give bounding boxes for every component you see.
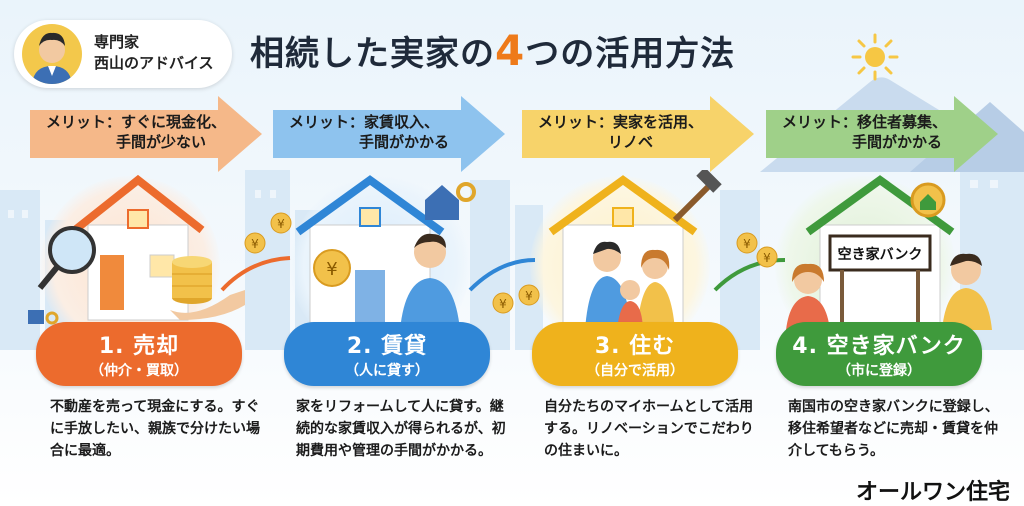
svg-text:¥: ¥ (326, 259, 337, 280)
magnifier-icon (37, 226, 96, 290)
scene-akiya-bank: 空き家バンク (786, 175, 992, 331)
merit-text-2: メリット：家賃収入、 手間がかかる (289, 112, 484, 152)
merit-arrow-2 (273, 96, 505, 172)
house-key-tag-icon (425, 182, 476, 220)
scene-rent: ¥ (295, 175, 476, 330)
woman-thinking (786, 263, 830, 330)
sun-icon (851, 33, 899, 81)
merit-1-line2: 手間が少ない (116, 133, 207, 151)
merit-text-1: メリット：すぐに現金化、 手間が少ない (46, 112, 241, 152)
method-4-description: 南国市の空き家バンクに登録し、移住希望者などに売却・賃貸を仲介してもらう。 (788, 399, 999, 459)
advisor-line2: 西山のアドバイス (94, 54, 214, 72)
merit-arrow-3 (522, 96, 754, 172)
svg-text:¥: ¥ (763, 251, 771, 265)
method-pill-2: 2. 賃貸 （人に貸す） (284, 322, 490, 386)
merit-3-line2: リノベ (608, 133, 654, 151)
yen-coin-icon: ¥ (313, 249, 351, 287)
svg-text:¥: ¥ (525, 289, 533, 303)
merit-4-line1: メリット：移住者募集、 (782, 113, 948, 131)
merit-text-3: メリット：実家を活用、 リノベ (538, 112, 733, 152)
title-part1: 相続した実家の (250, 34, 495, 74)
method-3-sub: （自分で活用） (586, 363, 684, 379)
method-2-description: 家をリフォームして人に貸す。継続的な家賃収入が得られるが、初期費用や管理の手間が… (296, 399, 506, 459)
svg-text:¥: ¥ (277, 217, 285, 231)
advisor-avatar (22, 24, 82, 84)
scene-sale (28, 174, 245, 325)
yen-coin-icon: ¥ (736, 232, 758, 254)
hand-illustration (170, 290, 245, 320)
key-icon (28, 310, 59, 325)
scene-live (548, 170, 722, 331)
yen-coin-icon: ¥ (270, 212, 292, 234)
method-pill-3: 3. 住む （自分で活用） (532, 322, 738, 386)
yen-coin-icon: ¥ (756, 246, 778, 268)
title-number: 4 (495, 26, 526, 75)
method-1-sub: （仲介・買取） (90, 363, 188, 379)
man-thinking (942, 253, 992, 330)
svg-text:¥: ¥ (743, 237, 751, 251)
merit-arrow-1 (30, 96, 262, 172)
method-2-sub: （人に貸す） (345, 363, 429, 379)
brand-name: オールワン住宅 (855, 480, 1010, 505)
coin-stack-icon (172, 256, 212, 304)
method-3-name: 3. 住む (594, 334, 676, 359)
merit-arrow-4 (766, 96, 998, 172)
merit-1-line1: メリット：すぐに現金化、 (46, 113, 227, 131)
akiya-sign-text: 空き家バンク (838, 246, 923, 263)
house-orange (72, 174, 205, 321)
method-3-description: 自分たちのマイホームとして活用する。リノベーションでこだわりの住まいに。 (544, 399, 754, 459)
method-1-name: 1. 売却 (98, 334, 180, 359)
hammer-icon (672, 170, 722, 223)
landlord-person (400, 233, 460, 330)
yen-coin-icon: ¥ (492, 292, 514, 314)
yen-coin-icon: ¥ (518, 284, 540, 306)
merit-3-line1: メリット：実家を活用、 (538, 113, 704, 131)
merit-text-4: メリット：移住者募集、 手間がかかる (782, 112, 977, 152)
merit-2-line1: メリット：家賃収入、 (289, 113, 440, 131)
medal-icon (910, 182, 946, 218)
advisor-badge: 専門家 西山のアドバイス (14, 20, 232, 88)
yen-coin-icon: ¥ (244, 232, 266, 254)
title-part2: つの活用方法 (525, 34, 736, 74)
page-title: 相続した実家の4つの活用方法 (250, 26, 735, 75)
method-1-description: 不動産を売って現金にする。すぐに手放したい、親族で分けたい場合に最適。 (50, 399, 260, 459)
svg-text:¥: ¥ (499, 297, 507, 311)
merit-4-line2: 手間がかかる (852, 133, 943, 151)
merit-2-line2: 手間がかかる (359, 133, 450, 151)
connector-paths (220, 256, 786, 292)
svg-text:¥: ¥ (251, 237, 259, 251)
method-4-sub: （市に登録） (837, 363, 921, 379)
advisor-line1: 専門家 (94, 33, 140, 51)
method-pill-4: 4. 空き家バンク （市に登録） (776, 322, 982, 386)
advisor-label: 専門家 西山のアドバイス (94, 32, 214, 74)
method-4-name: 4. 空き家バンク (792, 334, 966, 359)
method-pill-1: 1. 売却 （仲介・買取） (36, 322, 242, 386)
akiya-bank-sign: 空き家バンク (828, 234, 932, 330)
method-2-name: 2. 賃貸 (346, 334, 428, 359)
